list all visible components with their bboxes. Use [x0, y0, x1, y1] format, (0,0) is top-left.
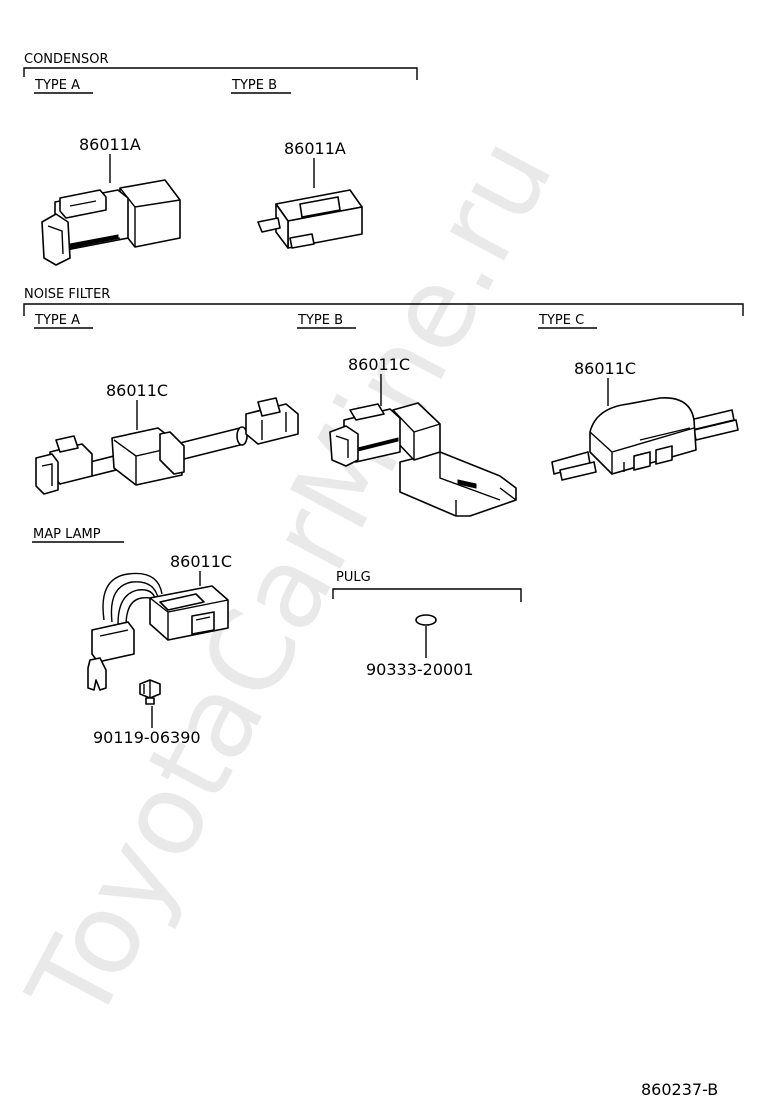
noise-filter-type-c-part-number: 86011C: [574, 359, 636, 378]
noise-filter-type-b-connector: [329, 402, 517, 517]
noise-filter-type-c-filter: [551, 397, 739, 481]
map-lamp-connector-part-number: 86011C: [170, 552, 232, 571]
condensor-type-a-label: TYPE A: [34, 78, 80, 93]
map-lamp-screw: [139, 679, 161, 705]
condensor-type-b-part-number: 86011A: [284, 139, 346, 158]
condensor-section: CONDENSOR TYPE A TYPE B 86011A 86011A: [23, 52, 418, 266]
condensor-bracket: [23, 67, 418, 80]
map-lamp-section: MAP LAMP 86011C 90119-06390: [32, 527, 232, 747]
noise-filter-type-a-label: TYPE A: [34, 313, 80, 328]
pulg-part-number: 90333-20001: [366, 660, 474, 679]
condensor-type-b-block: [257, 189, 363, 249]
map-lamp-connector: [87, 572, 229, 691]
diagram-code: 860237-B: [641, 1080, 718, 1099]
noise-filter-title: NOISE FILTER: [24, 287, 110, 302]
pulg-plug: [415, 614, 437, 626]
condensor-type-b-label: TYPE B: [231, 78, 277, 93]
map-lamp-screw-part-number: 90119-06390: [93, 728, 201, 747]
condensor-type-a-connector: [41, 179, 181, 266]
condensor-type-a-part-number: 86011A: [79, 135, 141, 154]
noise-filter-section: NOISE FILTER TYPE A TYPE B TYPE C 86011C: [23, 287, 744, 517]
noise-filter-type-a-part-number: 86011C: [106, 381, 168, 400]
noise-filter-type-a-cable: [35, 397, 299, 495]
noise-filter-type-b-part-number: 86011C: [348, 355, 410, 374]
noise-filter-type-c-label: TYPE C: [538, 313, 584, 328]
pulg-title: PULG: [336, 570, 371, 585]
watermark: ToyotaCarMine.ru: [4, 118, 579, 1044]
condensor-title: CONDENSOR: [24, 52, 109, 67]
noise-filter-type-b-label: TYPE B: [297, 313, 343, 328]
pulg-section: PULG 90333-20001: [332, 570, 522, 679]
noise-filter-bracket: [23, 303, 744, 316]
map-lamp-title: MAP LAMP: [33, 527, 101, 542]
pulg-bracket: [332, 588, 522, 602]
